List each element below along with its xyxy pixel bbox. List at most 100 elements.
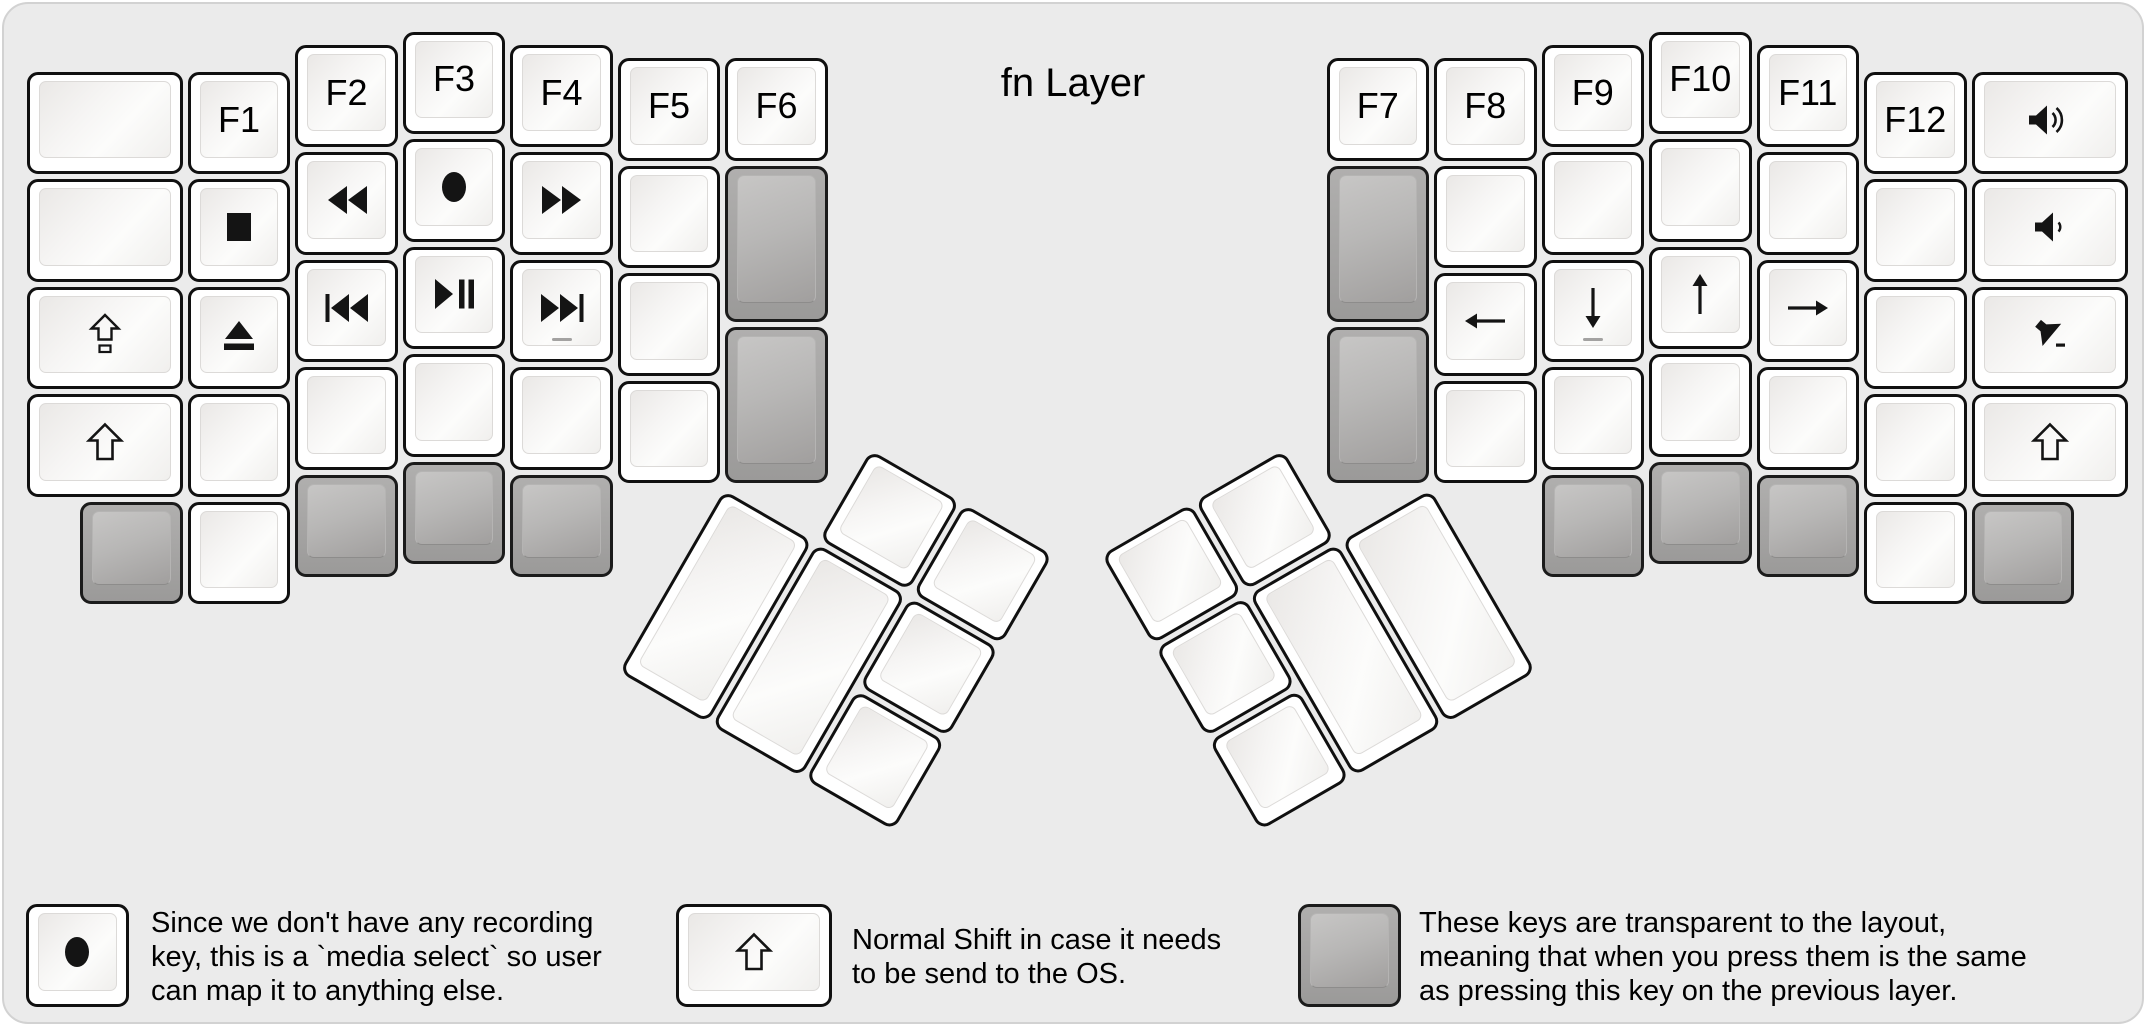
key-blank[interactable] bbox=[1434, 380, 1537, 484]
key-transparent[interactable] bbox=[1971, 501, 2074, 605]
keycap-top bbox=[1170, 610, 1277, 717]
keycap-top bbox=[1553, 268, 1632, 347]
eject-icon bbox=[221, 319, 257, 351]
key-f11[interactable]: F11 bbox=[1756, 44, 1859, 148]
key-transparent[interactable] bbox=[295, 474, 398, 578]
key-transparent[interactable] bbox=[1649, 461, 1752, 564]
keycap-top bbox=[414, 148, 494, 226]
key-transparent[interactable] bbox=[725, 165, 828, 323]
shift-icon bbox=[85, 422, 124, 462]
key-caps-lock[interactable] bbox=[26, 286, 183, 390]
keycap-top bbox=[837, 463, 945, 571]
key-f5[interactable]: F5 bbox=[617, 58, 721, 161]
key-f6[interactable]: F6 bbox=[725, 58, 828, 161]
key-prev-track[interactable] bbox=[295, 259, 398, 363]
key-shift[interactable] bbox=[26, 394, 183, 497]
key-transparent[interactable] bbox=[402, 461, 506, 564]
key-volume-up[interactable] bbox=[1971, 71, 2128, 175]
key-play-pause[interactable] bbox=[402, 246, 506, 349]
key-blank[interactable] bbox=[1864, 286, 1967, 390]
keycap-top bbox=[930, 517, 1038, 624]
keycap-top bbox=[92, 510, 171, 586]
key-f10[interactable]: F10 bbox=[1649, 31, 1752, 134]
key-transparent[interactable] bbox=[725, 327, 828, 484]
key-record[interactable] bbox=[402, 139, 506, 242]
key-volume-down[interactable] bbox=[1971, 179, 2128, 282]
key-next-track[interactable] bbox=[510, 259, 613, 363]
key-blank[interactable] bbox=[1649, 139, 1752, 242]
key-rewind[interactable] bbox=[295, 152, 398, 255]
key-arrow-left[interactable] bbox=[1434, 273, 1537, 376]
key-blank[interactable] bbox=[26, 71, 183, 175]
key-blank[interactable] bbox=[1756, 367, 1859, 470]
keycap-top bbox=[629, 282, 709, 360]
key-fast-forward[interactable] bbox=[510, 152, 613, 255]
key-label: F12 bbox=[1884, 98, 1947, 140]
key-blank[interactable] bbox=[1434, 165, 1537, 269]
key-label: F2 bbox=[325, 71, 368, 113]
key-f2[interactable]: F2 bbox=[295, 44, 398, 148]
keycap-top bbox=[199, 188, 279, 266]
key-blank[interactable] bbox=[26, 179, 183, 282]
key-arrow-down[interactable] bbox=[1541, 259, 1644, 363]
key-f7[interactable]: F7 bbox=[1326, 58, 1429, 161]
key-blank[interactable] bbox=[1541, 367, 1644, 470]
legend-sample-transparent-key bbox=[1298, 904, 1401, 1007]
key-transparent[interactable] bbox=[1756, 474, 1859, 578]
key-blank[interactable] bbox=[402, 354, 506, 457]
key-blank[interactable] bbox=[1756, 152, 1859, 255]
arrow-down-icon bbox=[1578, 287, 1608, 329]
caps-lock-icon bbox=[87, 312, 123, 357]
key-stop[interactable] bbox=[187, 179, 291, 282]
record-icon bbox=[63, 936, 91, 968]
key-transparent[interactable] bbox=[1326, 327, 1429, 484]
key-blank[interactable] bbox=[1864, 179, 1967, 282]
mute-icon bbox=[2030, 316, 2070, 354]
keycap-top: F4 bbox=[522, 53, 601, 132]
keycap-top bbox=[522, 376, 601, 454]
key-label: F9 bbox=[1571, 71, 1614, 113]
key-f12[interactable]: F12 bbox=[1864, 71, 1967, 175]
keycap-top bbox=[1768, 376, 1847, 454]
key-mute[interactable] bbox=[1971, 286, 2128, 390]
keycap-top bbox=[688, 913, 821, 991]
key-blank[interactable] bbox=[617, 273, 721, 376]
key-blank[interactable] bbox=[187, 394, 291, 497]
homing-bar bbox=[551, 338, 572, 342]
keycap-top bbox=[38, 188, 171, 266]
key-arrow-right[interactable] bbox=[1756, 259, 1859, 363]
key-eject[interactable] bbox=[187, 286, 291, 390]
key-shift[interactable] bbox=[1971, 394, 2128, 497]
keycap-top bbox=[522, 483, 601, 559]
key-f4[interactable]: F4 bbox=[510, 44, 613, 148]
keycap-top: F11 bbox=[1768, 53, 1847, 132]
key-blank[interactable] bbox=[295, 367, 398, 470]
keycap-top bbox=[1983, 295, 2116, 374]
key-label: F3 bbox=[432, 58, 475, 100]
key-transparent[interactable] bbox=[1326, 165, 1429, 323]
key-arrow-up[interactable] bbox=[1649, 246, 1752, 349]
key-blank[interactable] bbox=[187, 501, 291, 605]
keycap-top bbox=[38, 295, 171, 374]
keycap-top bbox=[629, 174, 709, 253]
key-label: F1 bbox=[217, 98, 260, 140]
key-blank[interactable] bbox=[1649, 354, 1752, 457]
key-blank[interactable] bbox=[1864, 394, 1967, 497]
prev-track-icon bbox=[324, 293, 370, 323]
key-f3[interactable]: F3 bbox=[402, 31, 506, 134]
key-transparent[interactable] bbox=[1541, 474, 1644, 578]
key-f9[interactable]: F9 bbox=[1541, 44, 1644, 148]
key-f1[interactable]: F1 bbox=[187, 71, 291, 175]
key-f8[interactable]: F8 bbox=[1434, 58, 1537, 161]
key-blank[interactable] bbox=[1541, 152, 1644, 255]
key-transparent[interactable] bbox=[510, 474, 613, 578]
key-blank[interactable] bbox=[617, 165, 721, 269]
key-blank[interactable] bbox=[617, 380, 721, 484]
key-blank[interactable] bbox=[510, 367, 613, 470]
keycap-top bbox=[1224, 703, 1331, 811]
keycap-top bbox=[307, 268, 386, 347]
key-transparent[interactable] bbox=[80, 501, 183, 605]
legend-sample-shift-key bbox=[676, 904, 833, 1007]
key-blank[interactable] bbox=[1864, 501, 1967, 605]
